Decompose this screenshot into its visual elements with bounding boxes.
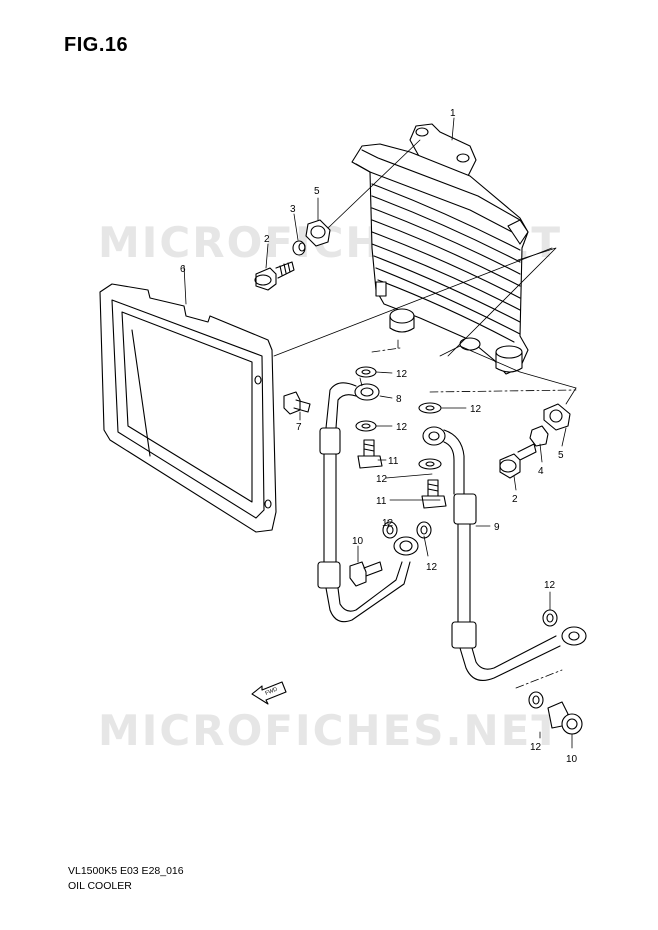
callout-12-a: 12 bbox=[396, 369, 408, 380]
callout-7: 7 bbox=[296, 422, 302, 433]
callout-12-b: 12 bbox=[396, 422, 408, 433]
diagram-code: VL1500K5 E03 E28_016 bbox=[68, 865, 184, 877]
callout-12-f: 12 bbox=[470, 404, 482, 415]
callout-2-lower: 2 bbox=[512, 494, 518, 505]
bolt-lower-right bbox=[499, 443, 537, 479]
watermark-bottom: MICROFICHES.NET bbox=[98, 706, 562, 755]
bolt-upper-left bbox=[254, 261, 295, 291]
oil-cooler-part bbox=[351, 123, 529, 375]
leader-lines bbox=[183, 117, 577, 749]
callout-1: 1 bbox=[450, 108, 456, 119]
bolt-seven bbox=[283, 391, 311, 415]
fwd-label: FWD bbox=[265, 687, 279, 697]
cooler-cover-part bbox=[99, 283, 277, 533]
fwd-arrow-icon: FWD bbox=[251, 681, 287, 705]
washers-lower-right bbox=[528, 609, 558, 709]
callout-11-upper: 11 bbox=[388, 456, 399, 467]
callout-3: 3 bbox=[290, 204, 296, 215]
cushion-upper-left bbox=[305, 219, 331, 247]
callout-2-upper: 2 bbox=[264, 234, 270, 245]
callout-12-i: 12 bbox=[530, 742, 542, 753]
callout-11-lower: 11 bbox=[376, 496, 387, 507]
left-oil-hose bbox=[317, 382, 419, 623]
callout-labels: 1 2 3 5 6 7 8 12 12 11 12 11 12 10 12 12… bbox=[180, 108, 578, 765]
callout-10-right: 10 bbox=[566, 754, 578, 765]
figure-title: FIG.16 bbox=[64, 34, 129, 56]
callout-12-c: 12 bbox=[376, 474, 388, 485]
callout-12-e: 12 bbox=[426, 562, 438, 573]
diagram-name: OIL COOLER bbox=[68, 880, 132, 892]
callout-5-lower: 5 bbox=[558, 450, 564, 461]
callout-8: 8 bbox=[396, 394, 402, 405]
collar-lower-right bbox=[529, 425, 549, 447]
callout-12-g: 12 bbox=[544, 580, 556, 591]
collar-upper-left bbox=[292, 240, 306, 256]
bolt-eleven-lower bbox=[421, 479, 447, 509]
callout-9: 9 bbox=[494, 522, 500, 533]
cushion-lower-right bbox=[543, 403, 571, 431]
callout-6: 6 bbox=[180, 264, 186, 275]
callout-5-upper: 5 bbox=[314, 186, 320, 197]
right-oil-hose bbox=[418, 402, 587, 681]
bolt-eleven-upper bbox=[357, 439, 383, 469]
callout-10-left: 10 bbox=[352, 536, 364, 547]
callout-12-d: 12 bbox=[382, 518, 394, 529]
washers-left-column bbox=[355, 366, 432, 539]
bolt-ten-left bbox=[349, 561, 383, 587]
callout-4: 4 bbox=[538, 466, 544, 477]
bolt-ten-right bbox=[547, 701, 583, 735]
